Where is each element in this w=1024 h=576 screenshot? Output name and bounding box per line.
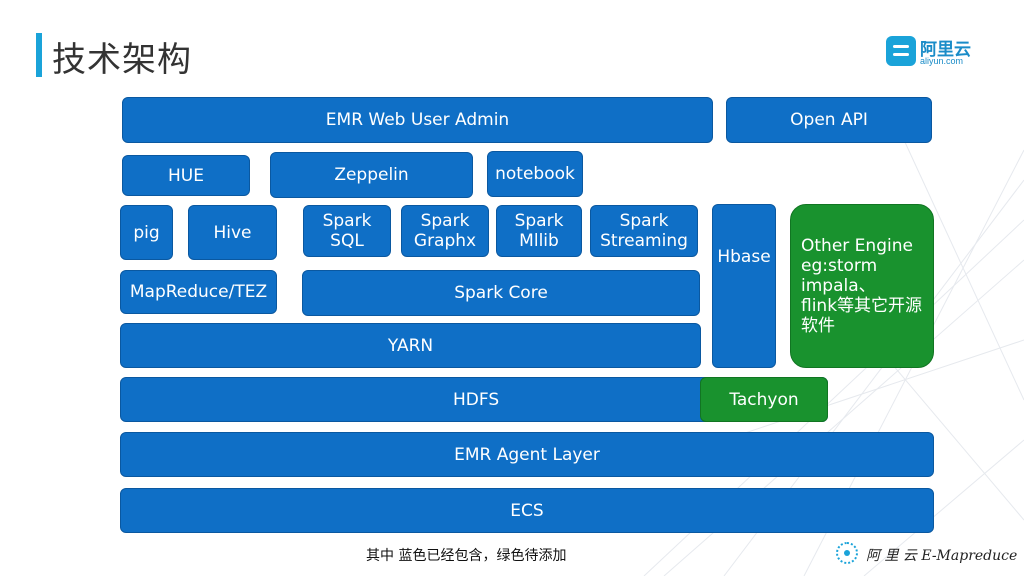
other-engine-block: Other Engine eg:storm impala、 flink等其它开源… (790, 204, 934, 368)
spark-mllib-block: Spark Mllib (496, 205, 582, 257)
title-accent-bar (36, 33, 42, 77)
aliyun-logo-name: 阿里云 (920, 40, 971, 60)
page-title: 技术架构 (52, 40, 192, 80)
emr-agent-layer-block: EMR Agent Layer (120, 432, 934, 477)
hbase-block: Hbase (712, 204, 776, 368)
yarn-block: YARN (120, 323, 701, 368)
tachyon-block: Tachyon (700, 377, 828, 422)
notebook-block: notebook (487, 151, 583, 197)
emr-logo-icon (836, 542, 858, 564)
ecs-block: ECS (120, 488, 934, 533)
pig-block: pig (120, 205, 173, 260)
mapreduce-tez-block: MapReduce/TEZ (120, 270, 277, 314)
spark-core-block: Spark Core (302, 270, 700, 316)
zeppelin-block: Zeppelin (270, 152, 473, 198)
spark-graphx-block: Spark Graphx (401, 205, 489, 257)
hue-block: HUE (122, 155, 250, 196)
hive-block: Hive (188, 205, 277, 260)
spark-streaming-block: Spark Streaming (590, 205, 698, 257)
emr-web-user-admin-block: EMR Web User Admin (122, 97, 713, 143)
footer-brand: 阿 里 云 E-Mapreduce (866, 548, 1018, 564)
open-api-block: Open API (726, 97, 932, 143)
aliyun-logo-icon (886, 36, 916, 66)
aliyun-logo-domain: aliyun.com (920, 56, 964, 66)
legend-caption: 其中 蓝色已经包含，绿色待添加 (366, 548, 567, 564)
spark-sql-block: Spark SQL (303, 205, 391, 257)
aliyun-logo: 阿里云 aliyun.com (886, 36, 986, 70)
